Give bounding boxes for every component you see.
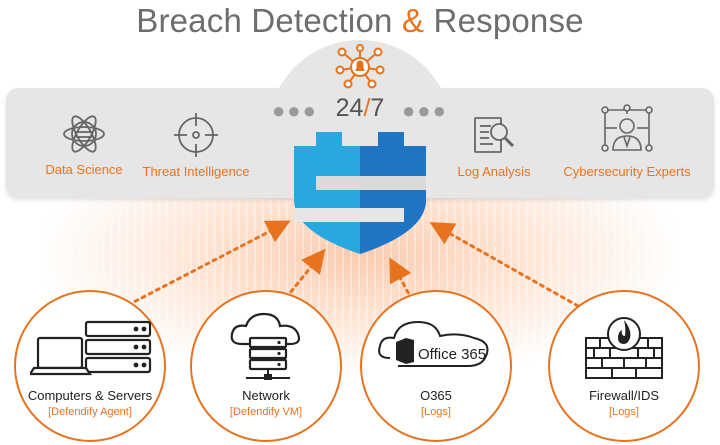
service-data-science: Data Science [36,112,132,177]
service-label: Cybersecurity Experts [563,164,691,179]
source-name: O365 [420,388,452,403]
service-threat-intelligence: Threat Intelligence [134,112,258,179]
arrow-network [284,248,326,300]
source-name: Computers & Servers [27,388,153,403]
arrow-computers [126,220,291,307]
source-sub: [Defendify VM] [229,406,303,418]
source-sub: [Defendify Agent] [48,406,132,418]
source-sub: [Logs] [609,406,639,418]
source-name: Firewall/IDS [588,388,660,403]
service-cybersecurity-experts: Cybersecurity Experts [554,104,700,179]
title-part-2: Response [424,2,584,39]
crosshair-icon [174,113,218,157]
source-name: Network [242,388,290,403]
title-part-1: Breach Detection [136,2,402,39]
atom-icon [63,115,105,153]
service-label: Threat Intelligence [142,164,250,179]
service-label: Log Analysis [457,164,531,179]
source-sub: [Logs] [421,406,451,418]
service-log-analysis: Log Analysis [452,112,536,179]
laptop-server-icon [30,320,152,376]
cloud-server-icon [230,312,301,380]
firewall-icon [585,317,663,379]
service-label: Data Science [45,162,123,177]
log-search-icon [474,117,515,153]
availability-label: 24/7 [335,94,385,122]
shield-logo-icon [294,132,426,254]
page-title: Breach Detection & Response [0,2,720,40]
source-firewall-ids: Firewall/IDS [Logs] [548,290,700,442]
office365-logo-text: Office 365 [418,346,486,363]
dots-left: ●●● [272,98,318,123]
arrow-firewall [429,222,580,308]
dots-right: ●●● [402,98,448,123]
alert-network-icon [335,44,385,89]
source-o365: Office 365 O365 [Logs] [360,290,512,442]
source-network: Network [Defendify VM] [190,290,342,442]
arrow-o365 [389,257,414,302]
source-computers-servers: Computers & Servers [Defendify Agent] [14,290,166,442]
expert-network-icon [601,104,653,152]
title-ampersand: & [401,2,425,39]
office365-icon: Office 365 [378,320,489,367]
